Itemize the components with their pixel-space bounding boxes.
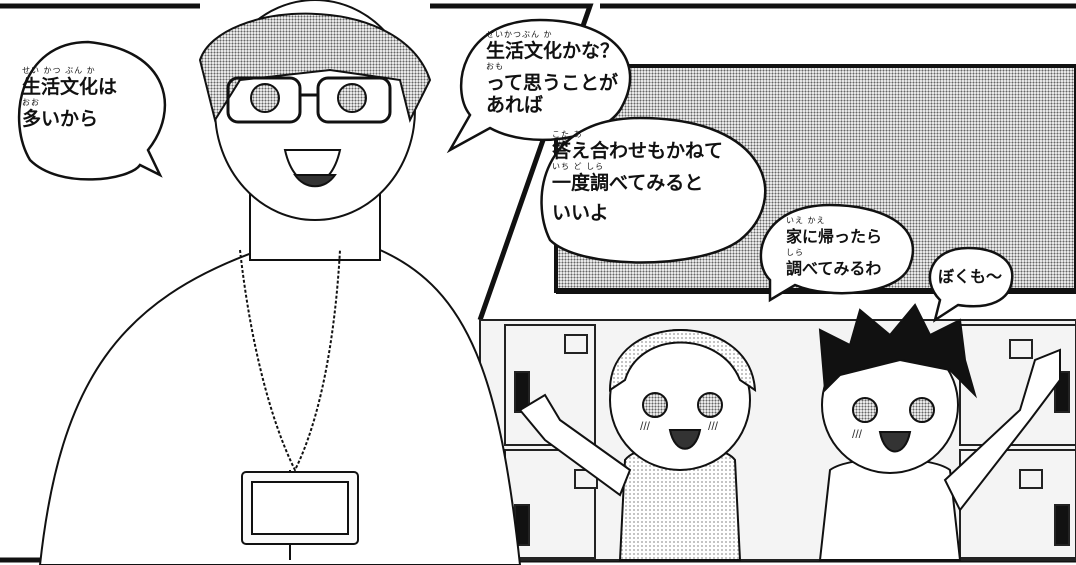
speech-bubbles — [17, 18, 1014, 323]
teacher-figure — [38, 0, 522, 565]
ruby-line-2: おお — [22, 98, 40, 107]
speech-line-1: 生活文化かな？ — [486, 40, 620, 62]
speech-line-2: って思うことが — [486, 72, 619, 94]
ruby-line-1: いえ かえ — [786, 216, 826, 225]
boy-figure — [818, 303, 1061, 561]
teacher-bubble-1 — [17, 40, 167, 181]
blush-girl-right: /// — [708, 419, 719, 433]
ruby-line-1: せい かつ ぶん か — [22, 66, 96, 75]
ruby-line-2: おも — [486, 62, 504, 71]
boy-bubble — [928, 246, 1014, 323]
blush-boy-left: /// — [852, 427, 863, 441]
teacher-speech-1: せい かつ ぶん か 生活文化は おお 多いから — [22, 66, 117, 130]
teacher-speech-3: こた あ 答え合わせもかねて いち ど しら 一度調べてみると いいよ — [552, 130, 723, 224]
speech-line-3: いいよ — [552, 202, 609, 224]
blush-marks: /// /// /// — [640, 419, 863, 441]
speech-line-1: 答え合わせもかねて — [552, 140, 724, 162]
speech-line-1: 家に帰ったら — [786, 227, 883, 246]
blush-girl-left: /// — [640, 419, 651, 433]
speech-line-2: 一度調べてみると — [552, 172, 704, 194]
ruby-line-2: いち ど しら — [552, 162, 605, 171]
speech-line-3: あれば — [486, 94, 544, 116]
boy-speech: ぼくも〜 — [938, 266, 1002, 288]
teacher-speech-2: せいかつぶん か 生活文化かな？ おも って思うことが あれば — [486, 30, 619, 116]
ruby-line-2: しら — [786, 248, 804, 257]
speech-line-2: 調べてみるわ — [786, 259, 882, 278]
teacher-bubble-3 — [540, 116, 767, 264]
speech-line-2: 多いから — [22, 108, 99, 130]
speech-line-1: 生活文化は — [22, 76, 118, 98]
lockers — [479, 319, 1076, 561]
teacher-bubble-2 — [446, 18, 632, 154]
girl-speech: いえ かえ 家に帰ったら しら 調べてみるわ — [786, 216, 882, 280]
girl-figure — [518, 329, 757, 561]
girl-bubble — [759, 203, 915, 303]
ruby-line-1: こた あ — [552, 130, 583, 139]
ruby-line-1: せいかつぶん か — [486, 30, 553, 39]
speech-line-1: ぼくも〜 — [938, 267, 1003, 286]
